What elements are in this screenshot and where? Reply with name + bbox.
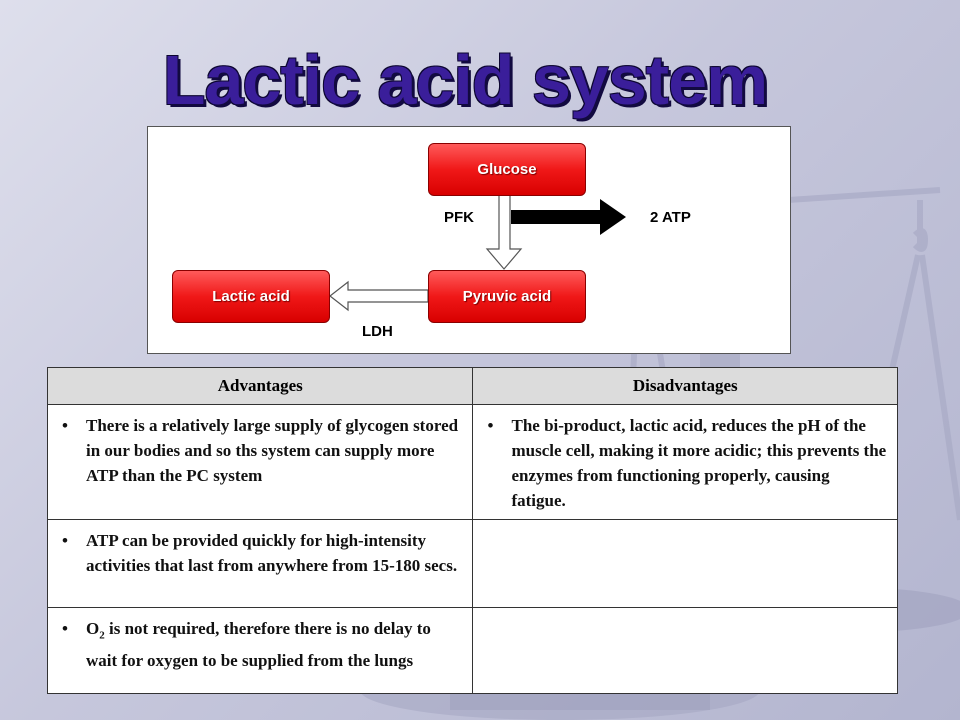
table-cell: • The bi-product, lactic acid, reduces t… [472, 404, 898, 520]
table-cell: • ATP can be provided quickly for high-i… [46, 519, 474, 608]
glucose-to-pyruvate-arrow [485, 194, 523, 270]
glucose-box: Glucose [428, 143, 586, 196]
atp-yield-arrow [511, 199, 626, 235]
pyruvate-to-lactate-arrow [329, 280, 429, 312]
disadvantages-header: Disadvantages [472, 367, 898, 405]
advantages-header: Advantages [46, 367, 474, 405]
bullet-icon: • [62, 619, 68, 638]
table-cell: • O2 is not required, therefore there is… [46, 607, 474, 694]
pyruvic-acid-box: Pyruvic acid [428, 270, 586, 323]
bullet-icon: • [62, 531, 68, 550]
oxygen-subscript: 2 [99, 629, 105, 642]
oxygen-symbol: O [86, 619, 100, 638]
bullet-icon: • [62, 416, 68, 435]
advantage-item: ATP can be provided quickly for high-int… [86, 531, 458, 575]
bullet-icon: • [487, 416, 494, 435]
table-cell [472, 519, 898, 608]
table-row: • There is a relatively large supply of … [46, 404, 898, 520]
table-cell [472, 607, 898, 694]
table-row: • ATP can be provided quickly for high-i… [46, 519, 898, 608]
table-cell: • There is a relatively large supply of … [46, 404, 474, 520]
advantage-item: There is a relatively large supply of gl… [86, 416, 459, 485]
advantages-disadvantages-table: Advantages Disadvantages • There is a re… [46, 367, 898, 694]
pfk-enzyme-label: PFK [444, 209, 474, 226]
pathway-arrows [329, 194, 626, 312]
disadvantage-item: The bi-product, lactic acid, reduces the… [511, 416, 887, 510]
table-header-row: Advantages Disadvantages [46, 367, 898, 405]
ldh-enzyme-label: LDH [362, 323, 393, 340]
page-title: Lactic acid system [162, 41, 769, 119]
table-row: • O2 is not required, therefore there is… [46, 607, 898, 694]
atp-yield-label: 2 ATP [650, 209, 691, 226]
lactic-acid-pathway-diagram: Glucose Pyruvic acid Lactic acid PFK 2 A… [147, 126, 791, 354]
advantage-item: O2 is not required, therefore there is n… [86, 616, 462, 673]
lactic-acid-box: Lactic acid [172, 270, 330, 323]
advantage-item-rest: is not required, therefore there is no d… [86, 619, 431, 671]
